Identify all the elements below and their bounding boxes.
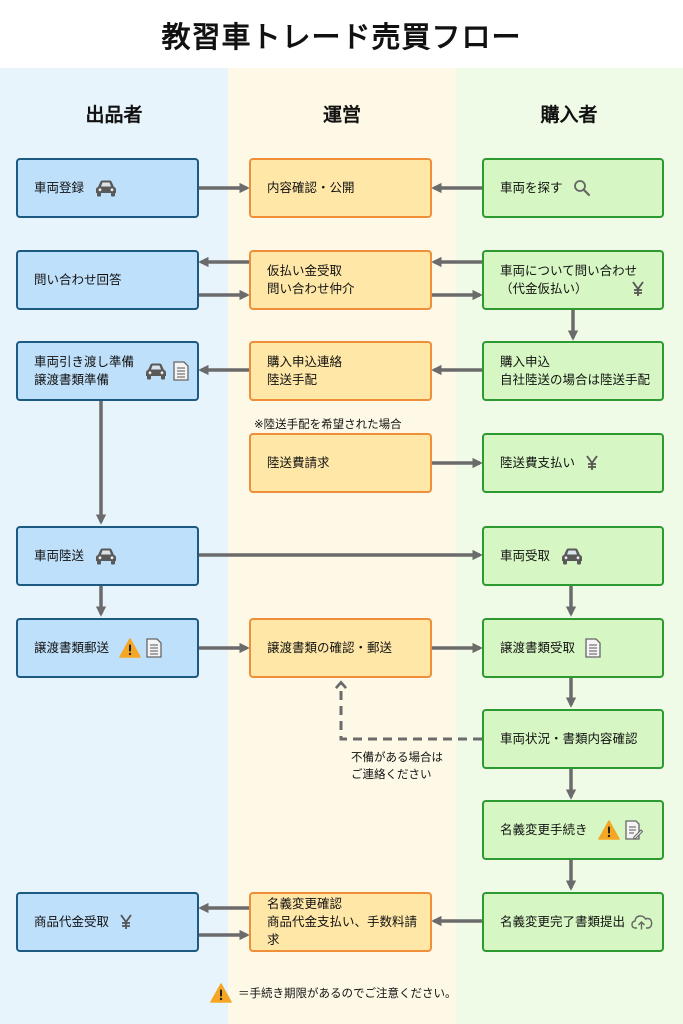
car-icon — [94, 547, 118, 565]
note-transport-condition: ※陸送手配を希望された場合 — [254, 417, 402, 431]
step-seller-vehicle-registration: 車両登録 — [16, 158, 199, 218]
page-title: 教習車トレード売買フロー — [161, 20, 522, 54]
step-seller-vehicle-transport: 車両陸送 — [16, 526, 199, 586]
warning-icon — [210, 983, 232, 1003]
legend: ＝手続き期限があるのでご注意ください。 — [210, 983, 457, 1003]
step-label: 車両について問い合わせ （代金仮払い） — [500, 262, 638, 296]
step-seller-handover-prep: 車両引き渡し準備 譲渡書類準備 — [16, 341, 199, 401]
lane-header-seller: 出品者 — [85, 104, 143, 126]
step-label: 購入申込連絡 陸送手配 — [267, 353, 343, 387]
step-label: 陸送費支払い — [500, 454, 576, 470]
step-label: 商品代金受取 — [34, 913, 110, 929]
note-defect-contact: 不備がある場合は ご連絡ください — [351, 750, 443, 782]
step-label: 譲渡書類の確認・郵送 — [267, 639, 393, 655]
step-label: 陸送費請求 — [267, 454, 330, 470]
step-label: 車両状況・書類内容確認 — [500, 730, 638, 746]
warning-icon — [597, 820, 620, 840]
step-ops-transport-invoice: 陸送費請求 — [249, 433, 432, 493]
car-icon — [560, 547, 584, 565]
step-label: 仮払い金受取 問い合わせ仲介 — [267, 262, 355, 296]
document-icon — [173, 361, 189, 381]
edit-document-icon — [624, 820, 643, 840]
step-label: 車両を探す — [500, 179, 563, 195]
step-label: 内容確認・公開 — [267, 179, 355, 195]
yen-icon — [631, 281, 645, 297]
step-label: 購入申込 自社陸送の場合は陸送手配 — [500, 353, 651, 387]
yen-icon — [585, 455, 599, 471]
step-label: 名義変更確認 商品代金支払い、手数料請求 — [267, 895, 418, 948]
step-seller-mail-documents: 譲渡書類郵送 — [16, 618, 199, 678]
step-buyer-condition-check: 車両状況・書類内容確認 — [482, 709, 664, 769]
step-label: 車両登録 — [34, 179, 85, 195]
document-icon — [585, 638, 601, 658]
step-label: 問い合わせ回答 — [34, 271, 122, 287]
lane-header-operations: 運営 — [322, 104, 361, 126]
step-buyer-search: 車両を探す — [482, 158, 664, 218]
step-ops-escrow-mediation: 仮払い金受取 問い合わせ仲介 — [249, 250, 432, 310]
step-buyer-inquiry: 車両について問い合わせ （代金仮払い） — [482, 250, 664, 310]
cloud-upload-icon — [631, 913, 653, 931]
step-label: 車両受取 — [500, 547, 551, 563]
step-label: 車両引き渡し準備 譲渡書類準備 — [34, 353, 135, 387]
yen-icon — [119, 914, 133, 930]
search-icon — [573, 179, 591, 197]
step-label: 名義変更完了書類提出 — [500, 913, 626, 929]
car-icon — [94, 179, 118, 197]
legend-text: ＝手続き期限があるのでご注意ください。 — [238, 986, 457, 1000]
step-ops-purchase-notice: 購入申込連絡 陸送手配 — [249, 341, 432, 401]
step-ops-title-transfer-confirm: 名義変更確認 商品代金支払い、手数料請求 — [249, 892, 432, 952]
lane-operations — [228, 68, 456, 1024]
step-label: 譲渡書類受取 — [500, 639, 576, 655]
step-label: 車両陸送 — [34, 547, 85, 563]
car-icon — [144, 362, 168, 380]
warning-icon — [119, 638, 141, 658]
step-buyer-vehicle-receipt: 車両受取 — [482, 526, 664, 586]
step-buyer-document-receipt: 譲渡書類受取 — [482, 618, 664, 678]
document-icon — [146, 638, 162, 658]
step-seller-payment-received: 商品代金受取 — [16, 892, 199, 952]
step-buyer-transport-payment: 陸送費支払い — [482, 433, 664, 493]
step-label: 名義変更手続き — [500, 821, 588, 837]
arrow-dashed-b7-o5 — [341, 683, 482, 741]
step-buyer-title-transfer: 名義変更手続き — [482, 800, 664, 860]
lane-header-buyer: 購入者 — [540, 104, 598, 126]
step-ops-document-check: 譲渡書類の確認・郵送 — [249, 618, 432, 678]
step-buyer-submit-completion: 名義変更完了書類提出 — [482, 892, 664, 952]
step-ops-review-publish: 内容確認・公開 — [249, 158, 432, 218]
step-seller-inquiry-reply: 問い合わせ回答 — [16, 250, 199, 310]
step-buyer-purchase-application: 購入申込 自社陸送の場合は陸送手配 — [482, 341, 664, 401]
step-label: 譲渡書類郵送 — [34, 639, 110, 655]
